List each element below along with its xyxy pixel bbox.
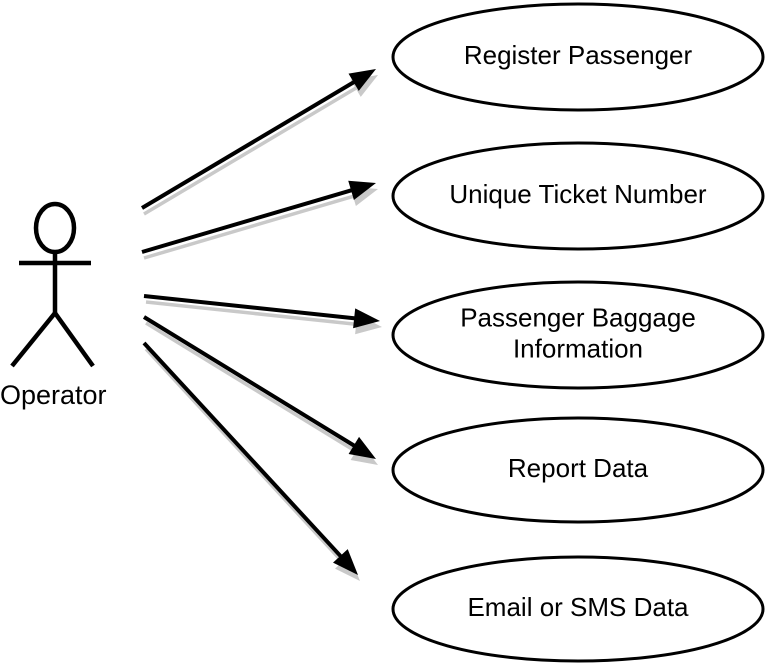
association-line — [143, 294, 360, 321]
association-operator-to-email-or-sms-data[interactable] — [142, 341, 360, 581]
association-arrowhead-icon — [348, 69, 376, 91]
association-line-shadow — [145, 300, 361, 327]
association-arrowhead-icon — [348, 180, 376, 200]
use-case-ellipse — [391, 141, 765, 251]
association-operator-to-passenger-baggage-information[interactable] — [143, 294, 382, 335]
use-case-label: Report Data — [508, 453, 649, 483]
association-line — [142, 315, 359, 450]
use-case-unique-ticket-number[interactable]: Unique Ticket Number — [391, 141, 765, 251]
association-arrowhead-icon — [333, 549, 358, 575]
use-case-ellipse — [391, 416, 765, 524]
use-case-label: Information — [513, 333, 643, 363]
association-line-shadow — [145, 321, 361, 456]
association-line-shadow — [144, 347, 347, 567]
association-line — [140, 78, 359, 210]
use-case-ellipse — [391, 555, 765, 663]
use-case-ellipse — [391, 2, 765, 112]
association-line-shadow — [143, 193, 359, 260]
association-operator-to-report-data[interactable] — [142, 315, 378, 465]
use-case-ellipse — [391, 280, 765, 390]
use-case-report-data[interactable]: Report Data — [391, 416, 765, 524]
actor-right-leg-line — [53, 311, 95, 368]
use-case-label: Passenger Baggage — [460, 302, 696, 332]
use-case-email-or-sms-data[interactable]: Email or SMS Data — [391, 555, 765, 663]
association-line-shadow — [143, 84, 361, 216]
use-case-label: Email or SMS Data — [467, 592, 689, 622]
association-operator-to-unique-ticket-number[interactable] — [141, 180, 378, 260]
association-line — [142, 341, 346, 561]
association-line — [141, 187, 357, 254]
association-connectors-group — [140, 69, 382, 581]
actor-head-icon — [33, 201, 77, 255]
actor-operator[interactable]: Operator — [0, 201, 107, 410]
association-operator-to-register-passenger[interactable] — [140, 69, 378, 216]
association-arrowhead-icon — [353, 308, 380, 329]
use-case-register-passenger[interactable]: Register Passenger — [391, 2, 765, 112]
association-arrowhead-icon — [348, 436, 376, 459]
actor-label: Operator — [0, 380, 107, 410]
use-case-label: Unique Ticket Number — [449, 179, 707, 209]
actor-left-leg-line — [10, 311, 57, 368]
use-case-label: Register Passenger — [464, 40, 693, 70]
